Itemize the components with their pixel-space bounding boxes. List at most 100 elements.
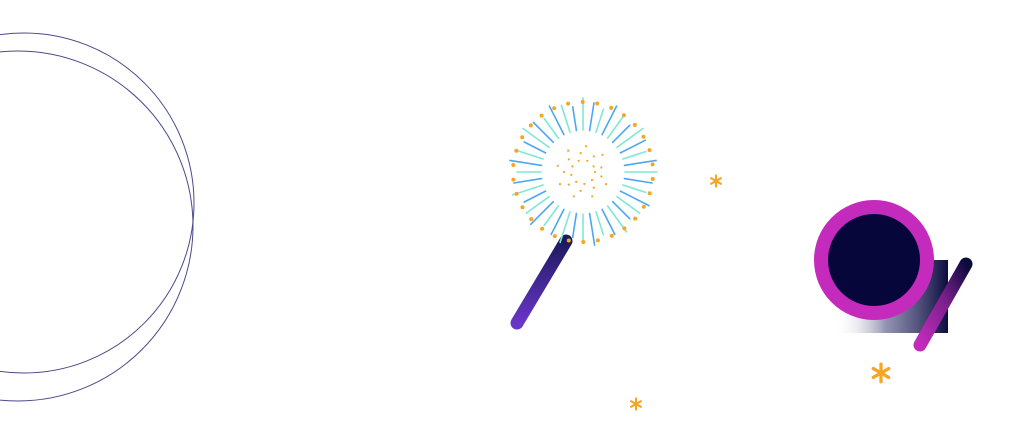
spark-dot bbox=[571, 165, 574, 168]
spark-star bbox=[650, 162, 655, 167]
spark-dot bbox=[590, 178, 594, 182]
spark-ray bbox=[529, 200, 555, 226]
spark-star bbox=[641, 134, 646, 139]
spark-ray bbox=[548, 105, 565, 136]
sparkler-stick bbox=[510, 234, 573, 330]
spark-dot bbox=[570, 173, 573, 176]
spark-ray bbox=[509, 159, 543, 167]
spark-ray bbox=[559, 211, 571, 244]
spark-ray bbox=[543, 205, 560, 227]
spark-ray bbox=[588, 212, 596, 246]
spark-ray bbox=[622, 184, 647, 194]
spark-dot bbox=[572, 195, 575, 198]
diagonal-bar-shape bbox=[913, 257, 973, 352]
spark-ray bbox=[523, 141, 547, 154]
spark-dot bbox=[579, 189, 582, 192]
spark-star bbox=[650, 177, 655, 181]
spark-dot bbox=[577, 159, 580, 162]
spark-ray bbox=[611, 200, 631, 220]
spark-ray bbox=[619, 190, 650, 207]
spark-ray bbox=[523, 190, 547, 203]
spark-ray bbox=[601, 208, 616, 236]
spark-ray bbox=[595, 108, 605, 133]
spark-star bbox=[511, 163, 516, 167]
spark-ray bbox=[606, 114, 625, 139]
navy-disc-inner bbox=[828, 214, 920, 306]
spark-dot bbox=[600, 166, 603, 169]
spark-star bbox=[609, 233, 614, 238]
spark-ray bbox=[571, 106, 578, 132]
spark-dot bbox=[601, 153, 604, 156]
spark-star bbox=[647, 148, 652, 153]
spark-star bbox=[514, 148, 519, 153]
spark-ray bbox=[560, 104, 571, 133]
outline-circle-upper bbox=[0, 32, 195, 374]
spark-ray bbox=[513, 177, 543, 184]
spark-dot bbox=[586, 159, 589, 162]
spark-dot bbox=[583, 182, 586, 185]
spark-ray bbox=[522, 127, 550, 149]
spark-ray bbox=[601, 105, 618, 136]
spark-star bbox=[621, 113, 626, 118]
spark-star bbox=[552, 106, 557, 111]
spark-star bbox=[566, 238, 571, 243]
spark-star bbox=[514, 191, 519, 196]
spark-ray bbox=[550, 208, 565, 236]
spark-ray bbox=[616, 195, 641, 214]
spark-ray bbox=[543, 117, 560, 139]
spark-dot bbox=[591, 195, 594, 198]
spark-ray bbox=[623, 159, 657, 167]
spark-star bbox=[552, 234, 557, 239]
spark-dot bbox=[592, 165, 595, 168]
spark-star bbox=[647, 191, 652, 196]
spark-ray bbox=[619, 139, 647, 154]
spark-star bbox=[529, 217, 534, 222]
spark-ray bbox=[515, 149, 544, 160]
outline-circle-large bbox=[0, 50, 194, 402]
spark-dot bbox=[558, 183, 562, 186]
spark-dot bbox=[562, 170, 566, 174]
spark-star bbox=[581, 240, 586, 244]
spark-dot bbox=[567, 158, 570, 161]
spark-ray bbox=[616, 127, 644, 149]
spark-ray bbox=[588, 102, 595, 132]
spark-star bbox=[622, 226, 627, 231]
spark-star bbox=[632, 122, 637, 127]
spark-star bbox=[540, 226, 545, 231]
spark-dot bbox=[600, 175, 603, 178]
abstract-ring-shape bbox=[814, 200, 973, 352]
spark-dot bbox=[592, 155, 595, 158]
spark-ray bbox=[571, 212, 578, 238]
spark-star bbox=[520, 205, 525, 210]
asterisk-star-icon bbox=[710, 174, 722, 188]
spark-ray bbox=[623, 177, 653, 184]
spark-dot bbox=[585, 145, 588, 148]
spark-star bbox=[539, 113, 544, 118]
spark-ray bbox=[532, 121, 555, 144]
asterisk-star-icon bbox=[871, 362, 891, 384]
spark-dot bbox=[556, 164, 559, 167]
spark-star bbox=[595, 238, 600, 243]
spark-star bbox=[633, 216, 638, 221]
spark-dot bbox=[579, 152, 582, 155]
spark-ray bbox=[622, 150, 647, 160]
spark-star bbox=[609, 105, 614, 110]
sparkler-burst bbox=[509, 97, 658, 246]
outline-circles-decoration bbox=[0, 32, 195, 402]
spark-dot bbox=[604, 183, 608, 186]
spark-dot bbox=[593, 170, 597, 174]
spark-star bbox=[595, 101, 600, 106]
spark-star bbox=[520, 135, 525, 140]
asterisk-star-icon bbox=[630, 397, 642, 411]
spark-dot bbox=[592, 186, 595, 189]
spark-ray bbox=[595, 211, 605, 236]
spark-dot bbox=[575, 180, 578, 183]
spark-dot bbox=[567, 183, 570, 186]
spark-star bbox=[528, 123, 533, 128]
spark-star bbox=[641, 204, 646, 209]
spark-ray bbox=[525, 195, 550, 214]
spark-star bbox=[580, 100, 585, 104]
spark-star bbox=[511, 177, 516, 182]
